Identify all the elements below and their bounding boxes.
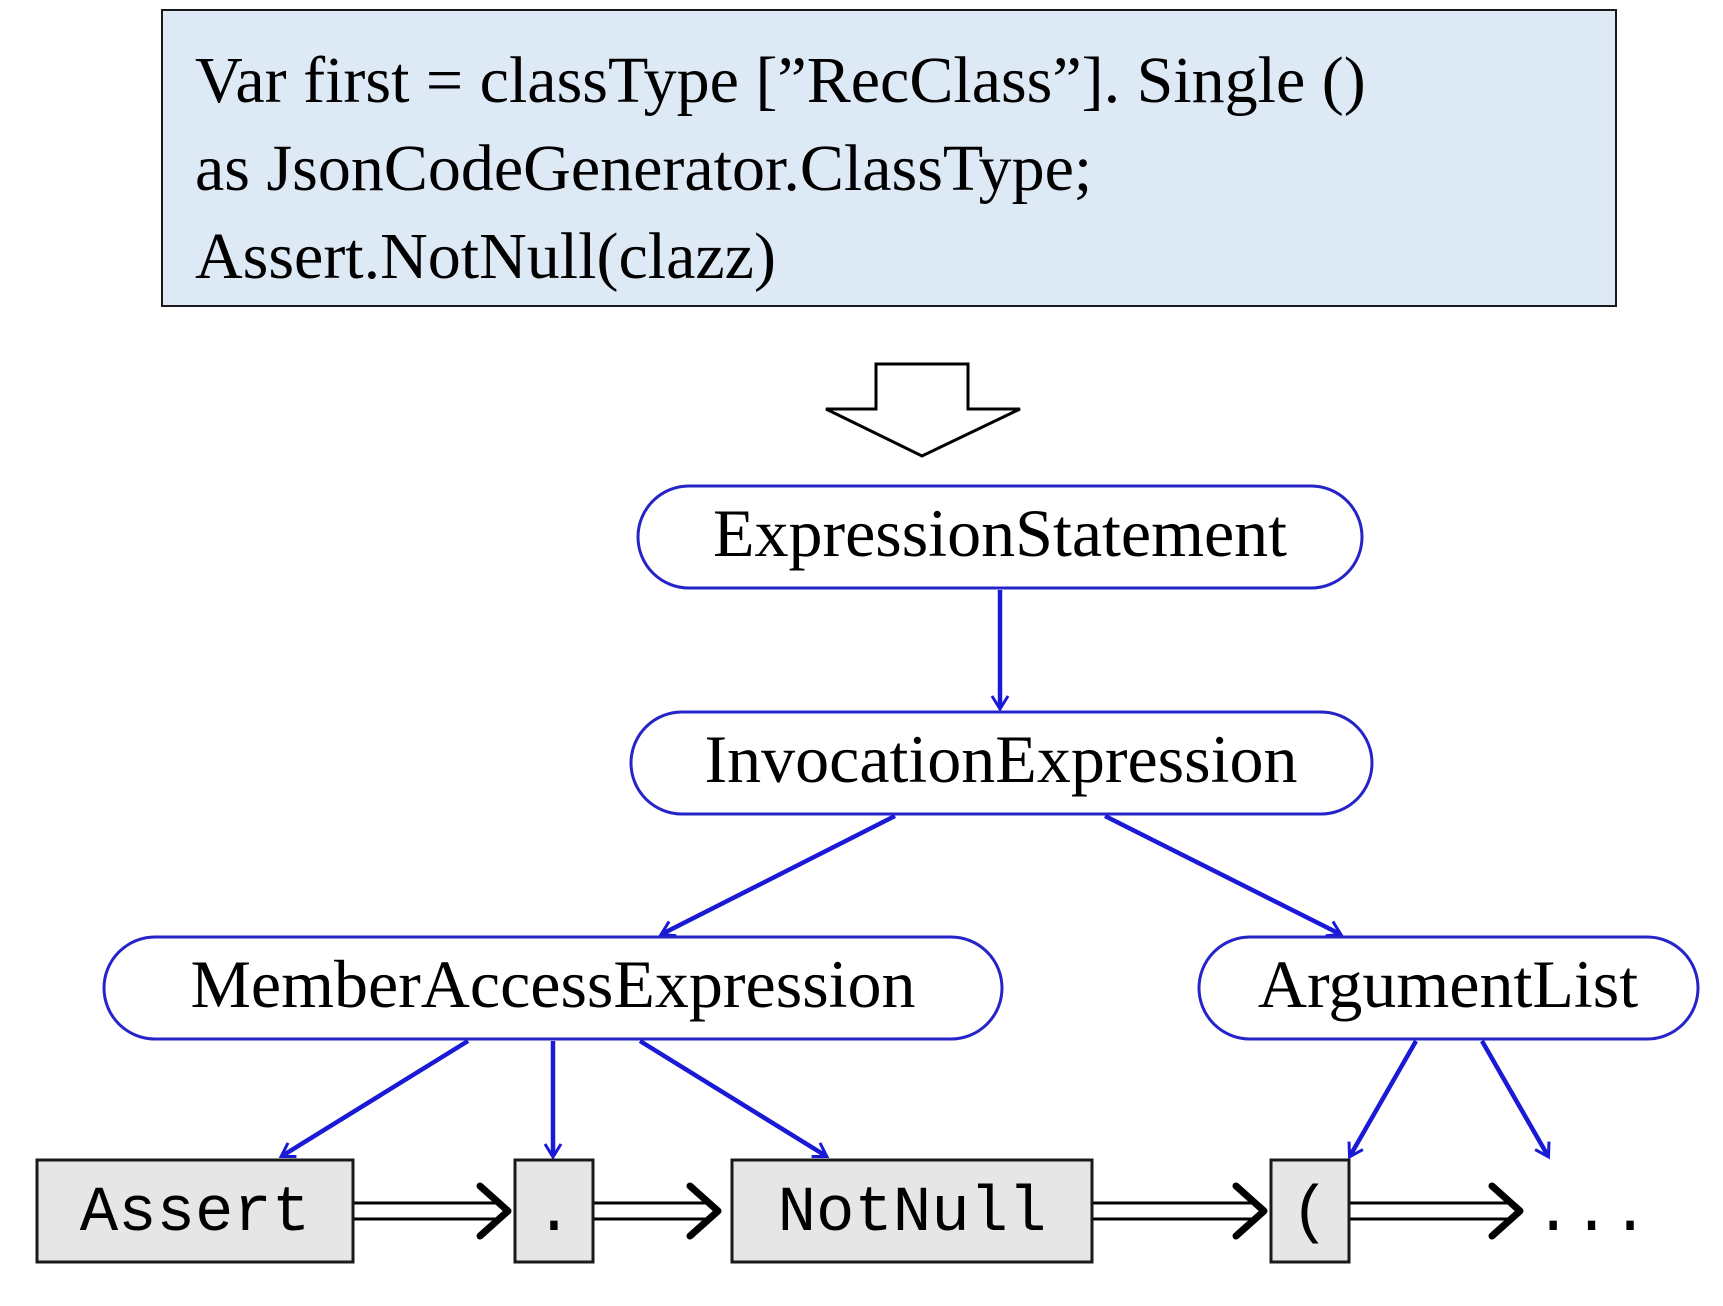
sequence-arrow-2	[594, 1182, 722, 1240]
edge-argumentlist-more	[1480, 1039, 1551, 1160]
tree-node-member-access-expression: MemberAccessExpression	[102, 935, 1004, 1041]
tree-node-invocation-expression: InvocationExpression	[629, 710, 1374, 816]
token-assert: Assert	[35, 1158, 355, 1264]
token-sequence-arrows	[354, 1182, 1524, 1240]
edge-argumentlist-paren	[1347, 1039, 1418, 1160]
node-label-argument-list: ArgumentList	[1258, 946, 1638, 1022]
token-ellipsis: ...	[1534, 1178, 1649, 1250]
code-line-2: as JsonCodeGenerator.ClassType;	[195, 132, 1093, 205]
code-snippet-box: Var first = classType [”RecClass”]. Sing…	[161, 9, 1617, 307]
sequence-arrow-1	[354, 1182, 512, 1240]
node-label-member-access-expression: MemberAccessExpression	[190, 946, 915, 1022]
edge-memberaccess-assert	[278, 1039, 470, 1159]
edge-invocation-argumentlist	[1103, 813, 1344, 938]
token-dot: .	[513, 1158, 595, 1264]
token-label-open-paren: (	[1291, 1178, 1329, 1250]
token-label-dot: .	[535, 1178, 573, 1250]
token-notnull: NotNull	[730, 1158, 1094, 1264]
edge-invocation-memberaccess	[658, 813, 897, 938]
token-open-paren: (	[1269, 1158, 1351, 1264]
tree-edges	[278, 590, 1551, 1160]
code-line-3: Assert.NotNull(clazz)	[195, 220, 776, 293]
tree-node-argument-list: ArgumentList	[1197, 935, 1700, 1041]
edge-memberaccess-notnull	[638, 1039, 830, 1159]
sequence-arrow-4	[1350, 1182, 1524, 1240]
node-label-expression-statement: ExpressionStatement	[713, 495, 1287, 571]
token-label-notnull: NotNull	[778, 1178, 1047, 1250]
sequence-arrow-3	[1093, 1182, 1268, 1240]
token-label-assert: Assert	[80, 1178, 310, 1250]
down-arrow-icon	[825, 362, 1021, 458]
code-line-1: Var first = classType [”RecClass”]. Sing…	[195, 44, 1366, 117]
node-label-invocation-expression: InvocationExpression	[705, 721, 1298, 797]
tree-node-expression-statement: ExpressionStatement	[636, 484, 1364, 590]
